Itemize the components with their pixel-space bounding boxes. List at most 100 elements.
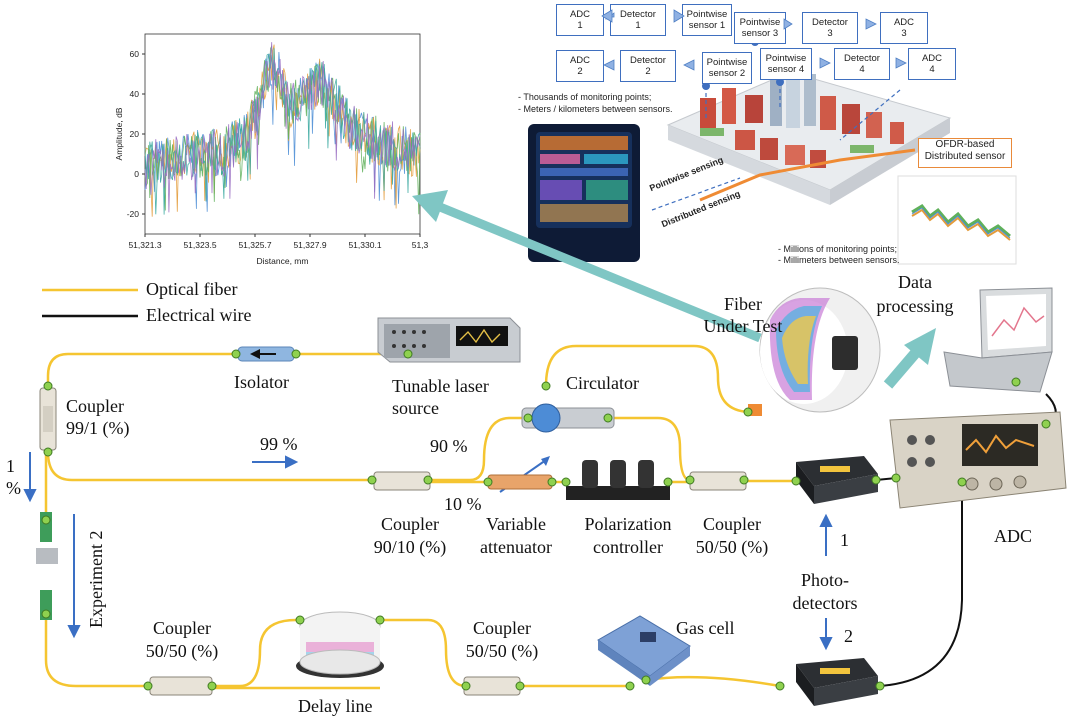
laser-label-line1: Tunable laser xyxy=(392,376,489,396)
coupler-50-50-right-label-line2: 50/50 (%) xyxy=(695,537,769,557)
coupler-50-50-mid-label-line2: 50/50 (%) xyxy=(465,641,539,661)
delay-line-label: Delay line xyxy=(298,696,373,716)
inset-adc1-box: ADC 1 xyxy=(556,4,604,36)
photodetectors-label-line2: detectors xyxy=(792,593,858,613)
coupler-50-50-right-label-line1: Coupler xyxy=(703,514,761,534)
coupler-50-50-left xyxy=(149,676,213,696)
coupler-90-10 xyxy=(373,471,431,491)
connector-dot xyxy=(41,609,51,619)
x-tick-label: 51,325.7 xyxy=(238,240,271,250)
coupler-50-50-left-label-line2: 50/50 (%) xyxy=(145,641,219,661)
city-buildings xyxy=(700,70,904,168)
connector-dot xyxy=(685,475,695,485)
connector-dot xyxy=(461,681,471,691)
ofdr-line1: OFDR-based xyxy=(935,139,995,150)
connector-dot xyxy=(891,473,901,483)
connector-dot xyxy=(523,413,533,423)
experiment-2-label: Experiment 2 xyxy=(86,530,106,628)
connector-dot xyxy=(295,615,305,625)
data-processing-label-line1: Data xyxy=(898,272,932,292)
connector-dot xyxy=(231,349,241,359)
inset-detector3-box: Detector 3 xyxy=(802,12,858,44)
photodetector-2-number: 2 xyxy=(844,626,853,646)
inset-detector4-box: Detector 4 xyxy=(834,48,890,80)
photodetector-1-number: 1 xyxy=(840,530,849,550)
inset-note2-line2: - Millimeters between sensors. xyxy=(778,255,900,265)
percent-10-label: 10 % xyxy=(444,494,482,514)
coupler-50-50-mid-label-line1: Coupler xyxy=(473,618,531,638)
connector-dot xyxy=(957,477,967,487)
laptop xyxy=(943,287,1053,393)
attenuator-component xyxy=(487,474,553,490)
connector-dot xyxy=(291,349,301,359)
connector-dot xyxy=(625,681,635,691)
chart-plot-area xyxy=(144,33,421,235)
tunable-laser xyxy=(377,317,521,363)
x-tick-label: 51,3 xyxy=(412,240,429,250)
connector-dot xyxy=(207,681,217,691)
inset-pointwise2-box: Pointwise sensor 2 xyxy=(702,52,752,84)
fc-connectors xyxy=(36,512,58,620)
connector-dot xyxy=(561,477,571,487)
inset-pointwise3-box: Pointwise sensor 3 xyxy=(734,12,786,44)
inset-pointwise4-box: Pointwise sensor 4 xyxy=(760,48,812,80)
isolator-label: Isolator xyxy=(234,372,289,392)
gas-cell-label: Gas cell xyxy=(676,618,735,638)
inset-detector1-box: Detector 1 xyxy=(610,4,666,36)
teal-arrow-to-laptop xyxy=(883,328,936,389)
legend-electrical-label: Electrical wire xyxy=(146,305,252,325)
connector-dots xyxy=(41,349,1051,691)
mini-chart xyxy=(897,175,1017,265)
fut-label-line1: Fiber xyxy=(724,294,762,314)
ofdr-sensor-box: OFDR-based Distributed sensor xyxy=(918,138,1012,168)
connector-dot xyxy=(641,675,651,685)
sensing-concept-inset xyxy=(528,38,1017,265)
connector-dot xyxy=(367,475,377,485)
coupler-50-50-mid xyxy=(463,676,521,696)
connector-dot xyxy=(541,381,551,391)
connector-dot xyxy=(743,407,753,417)
inset-note1-line2: - Meters / kilometers between sensors. xyxy=(518,104,673,114)
inset-note1-line1: - Thousands of monitoring points; xyxy=(518,92,652,102)
connector-dot xyxy=(1041,419,1051,429)
polarization-controller-component xyxy=(566,460,670,500)
coupler-50-50-right xyxy=(689,471,747,491)
legend-optical-label: Optical fiber xyxy=(146,279,238,299)
fut-label-line2: Under Test xyxy=(703,316,783,336)
connector-dot xyxy=(871,475,881,485)
coupler-50-50-left-label-line1: Coupler xyxy=(153,618,211,638)
connector-dot xyxy=(1011,377,1021,387)
coupler-90-10-label-line2: 90/10 (%) xyxy=(373,537,447,557)
fiber-spool xyxy=(748,287,881,416)
inset-detector2-box: Detector 2 xyxy=(620,50,676,82)
delay-line-spool xyxy=(296,611,384,678)
connector-dot xyxy=(875,681,885,691)
connector-dot xyxy=(791,476,801,486)
y-tick-label: 20 xyxy=(130,129,140,139)
circulator-label: Circulator xyxy=(566,373,639,393)
percent-90-label: 90 % xyxy=(430,436,468,456)
polarization-label-line1: Polarization xyxy=(584,514,672,534)
coupler-99-label-line1: Coupler xyxy=(66,396,124,416)
x-tick-label: 51,330.1 xyxy=(348,240,381,250)
connector-dot xyxy=(403,349,413,359)
coupler-99-1 xyxy=(39,387,57,451)
inset-adc4-box: ADC 4 xyxy=(908,48,956,80)
connector-dot xyxy=(375,615,385,625)
connector-dot xyxy=(739,475,749,485)
connector-dot xyxy=(41,515,51,525)
photodetector-1 xyxy=(796,456,878,504)
connector-dot xyxy=(423,475,433,485)
x-tick-label: 51,321.3 xyxy=(128,240,161,250)
circulator-component xyxy=(521,403,615,433)
inset-note2-line1: - Millions of monitoring points; xyxy=(778,244,898,254)
x-tick-label: 51,327.9 xyxy=(293,240,326,250)
coupler-99-label-line2: 99/1 (%) xyxy=(66,418,130,438)
teal-arrow-to-chart xyxy=(412,190,762,343)
adc-oscilloscope xyxy=(889,411,1067,509)
isolator-component xyxy=(237,346,295,362)
connector-dot xyxy=(43,381,53,391)
attenuator-label-line2: attenuator xyxy=(480,537,552,557)
